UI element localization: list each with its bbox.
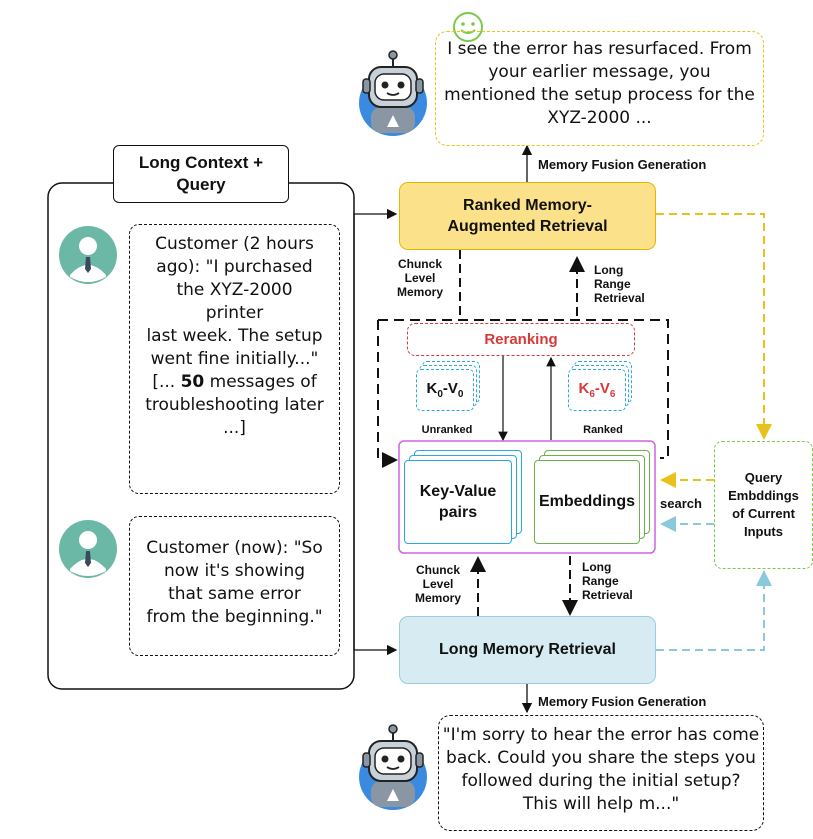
ranked-line2: Augmented Retrieval [447,218,608,235]
message1-line5: last week. The setup [146,326,323,346]
query-embeddings-box: Query Embddings of Current Inputs [714,441,813,569]
embeddings-stack: Embeddings [534,450,654,546]
ranked-label: Ranked [583,424,623,436]
unranked-kv-cache: K0-V0 [416,361,482,413]
message1-line3: the XYZ-2000 [176,280,293,300]
message1-line8: troubleshooting later [145,395,324,415]
long-range-retrieval-label-top: Long Range Retrieval [594,263,645,305]
kv-line2: pairs [438,504,478,521]
bottom-response-line1: "I'm sorry to hear the error has come [442,725,760,745]
message2-line1: Customer (now): "So [146,538,323,558]
bottom-response-line3: followed during the initial setup? [461,771,741,791]
unranked-label: Unranked [421,424,473,436]
memory-fusion-label-bottom: Memory Fusion Generation [538,694,707,709]
bottom-response-line4: This will help m..." [522,794,680,814]
reranking-frame [378,319,669,459]
chunk-level-memory-label-bottom: Chunck Level Memory [414,563,461,605]
embeddings-label: Embeddings [534,460,640,544]
message1-line4: printer [205,303,264,323]
bottom-response-bubble: "I'm sorry to hear the error has come ba… [438,715,764,831]
long-context-title: Long Context + Query [113,145,289,203]
smiley-icon [453,12,483,42]
message1-line9: ...] [223,418,246,438]
robot-assistant-icon [359,50,427,136]
search-label: search [660,496,702,511]
customer-avatar-icon [59,520,117,578]
query-line4: Inputs [744,524,783,539]
key-value-pairs-stack: Key-Value pairs [404,450,524,546]
ranked-memory-retrieval-box: Ranked Memory- Augmented Retrieval [399,182,656,250]
k0-v0-label: K0-V0 [426,380,464,400]
message1-line6: went fine initially..." [150,349,319,369]
query-line1: Query [744,470,783,485]
robot-assistant-icon [359,724,427,810]
ranked-line1: Ranked Memory- [463,197,592,214]
long-range-retrieval-label-bottom: Long Range Retrieval [582,560,633,602]
top-response-bubble: I see the error has resurfaced. From you… [435,31,764,146]
arrow-long-memory-to-query [656,570,772,651]
long-context-title-line2: Query [176,175,226,194]
kv-line1: Key-Value [419,483,497,500]
top-response-line1: I see the error has resurfaced. From [447,39,752,59]
reranking-box: Reranking [407,323,635,356]
ranked-kv-cache: K6-V6 [568,361,634,413]
top-response-line4: XYZ-2000 ... [547,108,652,128]
long-context-title-line1: Long Context + [138,153,264,172]
message1-line1: Customer (2 hours [155,234,314,254]
memory-fusion-label-top: Memory Fusion Generation [538,157,707,172]
message2-line3: that same error [168,584,301,604]
top-response-line3: mentioned the setup process for the [444,85,755,105]
long-memory-retrieval-box: Long Memory Retrieval [399,616,656,684]
arrow-context-to-ranked [353,208,398,436]
message-count: 50 [180,372,205,392]
customer-message-history: Customer (2 hours ago): "I purchased the… [129,224,340,494]
top-response-line2: your earlier message, you [488,62,711,82]
message2-line4: from the beginning." [146,607,323,627]
query-line2: Embddings [728,488,799,503]
customer-message-current: Customer (now): "So now it's showing tha… [129,516,340,656]
query-line3: of Current [732,506,795,521]
customer-avatar-icon [59,226,117,284]
k6-v6-label: K6-V6 [578,380,616,400]
chunk-level-memory-label-top: Chunck Level Memory [396,257,443,299]
bottom-response-line2: back. Could you share the steps you [446,748,756,768]
message1-line2: ago): "I purchased [156,257,313,277]
message2-line2: now it's showing [163,561,306,581]
message1-line7: [... 50 messages of [152,372,317,392]
arrow-ranked-to-query [656,213,772,440]
